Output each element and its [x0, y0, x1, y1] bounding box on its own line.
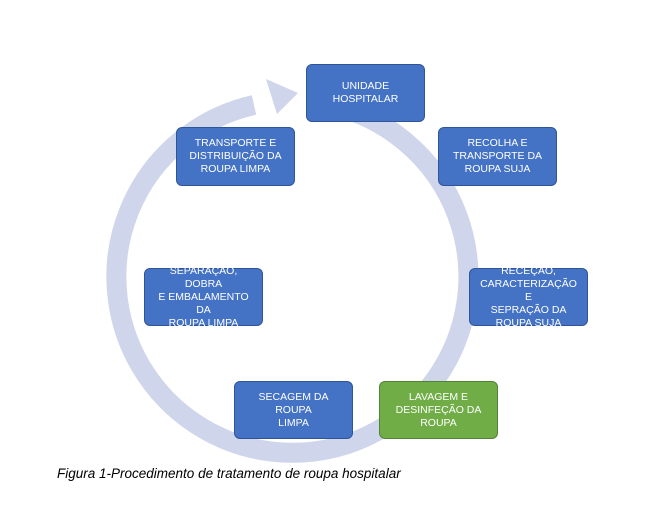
cycle-arrowhead	[266, 79, 298, 114]
cycle-arc	[106, 95, 479, 463]
figure-caption: Figura 1-Procedimento de tratamento de r…	[57, 466, 401, 481]
node-rececao-caracterizacao: RECEÇÃO, CARACTERIZAÇÃO E SEPRAÇÃO DA RO…	[469, 265, 588, 329]
node-lavagem-desinfecao: LAVAGEM E DESINFEÇÃO DA ROUPA	[379, 381, 498, 439]
node-separacao-dobra: SEPARAÇÃO, DOBRA E EMBALAMENTO DA ROUPA …	[144, 265, 263, 329]
node-secagem: SECAGEM DA ROUPA LIMPA	[234, 381, 353, 439]
node-unidade-hospitalar: UNIDADE HOSPITALAR	[306, 64, 425, 122]
node-recolha-transporte: RECOLHA E TRANSPORTE DA ROUPA SUJA	[438, 127, 557, 186]
node-transporte-distribuicao: TRANSPORTE E DISTRIBUIÇÃO DA ROUPA LIMPA	[176, 127, 295, 186]
